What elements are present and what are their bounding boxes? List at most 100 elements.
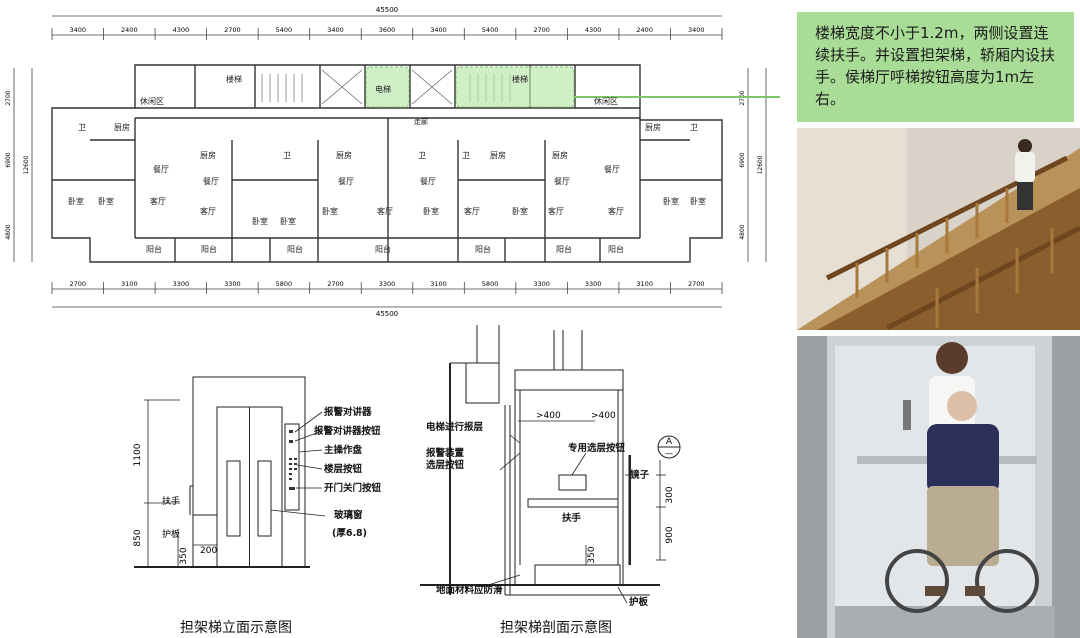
sect-dim-400-b: >400	[591, 411, 616, 421]
dimension-label: 2400	[636, 26, 653, 34]
room-balcony: 阳台	[201, 244, 217, 254]
room-kitchen: 厨房	[336, 150, 352, 160]
elevation-caption-text: 担架梯立面示意图	[180, 620, 292, 636]
room-balcony: 阳台	[475, 244, 491, 254]
section-caption-text: 担架梯剖面示意图	[500, 620, 612, 636]
dimension-label: 3100	[121, 280, 138, 288]
staircase-handrail-photo	[797, 128, 1080, 330]
dimension-label: 3300	[585, 280, 602, 288]
room-living: 客厅	[377, 206, 393, 216]
room-wc: 卫	[283, 151, 291, 160]
room-balcony: 阳台	[287, 244, 303, 254]
dimension-label: 3300	[533, 280, 550, 288]
sect-label-alarm-device: 报警装置	[426, 447, 465, 459]
sect-label-special-button: 专用选层按钮	[568, 442, 626, 454]
room-bedroom: 卧室	[423, 206, 439, 216]
room-balcony: 阳台	[556, 244, 572, 254]
dimension-label: 2700	[533, 26, 550, 34]
room-balcony: 阳台	[375, 244, 391, 254]
room-wc: 卫	[418, 151, 426, 160]
bottom-dim-labels: 2700 3100 3300 3300 5800 2700 3300 3100 5800 3300…	[69, 280, 704, 288]
sect-dim-300: 300	[665, 486, 675, 503]
elev-dim-850: 850	[133, 529, 143, 546]
sect-dim-900: 900	[665, 526, 675, 543]
room-dining: 餐厅	[420, 177, 436, 186]
room-rest-right: 休闲区	[594, 96, 618, 106]
dimension-label: 2700	[224, 26, 241, 34]
room-kitchen: 厨房	[490, 150, 506, 160]
stretcher-elevator-elevation: 1100 850 350 200 扶手 护板 报警对讲器 报警对讲器按钮 主操作…	[133, 376, 382, 568]
building-walls	[51, 64, 723, 263]
top-dimension-ticks	[51, 28, 723, 40]
right-dim-2: 6900	[739, 152, 746, 167]
bottom-dimension-ticks	[51, 282, 723, 294]
room-kitchen: 厨房	[645, 122, 661, 132]
elev-dim-350: 350	[179, 547, 189, 564]
room-corridor: 走廊	[414, 117, 428, 126]
elev-label-glass-thickness: (厚6.8)	[332, 528, 367, 539]
elev-label-floor-buttons: 楼层按钮	[324, 463, 363, 475]
dimension-label: 3100	[636, 280, 653, 288]
dimension-label: 3100	[430, 280, 447, 288]
room-dining: 餐厅	[153, 165, 169, 174]
elev-handrail-label: 扶手	[162, 495, 180, 507]
dimension-label: 5800	[482, 280, 499, 288]
room-living: 客厅	[150, 196, 166, 206]
dimension-label: 3300	[379, 280, 396, 288]
stretcher-elevator-section: >400 >400 300 900 350 A — 电梯进行报层 报警装置 选层…	[420, 325, 681, 608]
top-dimension-lines	[13, 15, 767, 308]
room-balcony: 阳台	[146, 244, 162, 254]
elev-label-door-buttons: 开门关门按钮	[324, 482, 382, 494]
sect-dim-400-a: >400	[536, 411, 561, 421]
room-living: 客厅	[548, 206, 564, 216]
elev-dim-1100: 1100	[133, 443, 143, 466]
dimension-label: 2400	[121, 26, 138, 34]
sect-label-handrail: 扶手	[562, 512, 582, 524]
left-dim-3: 12600	[23, 155, 30, 174]
dimension-label: 5400	[276, 26, 293, 34]
elev-label-alarm-intercom: 报警对讲器	[324, 406, 372, 418]
top-total-dim: 45500	[376, 6, 398, 14]
room-wc: 卫	[462, 151, 470, 160]
dimension-label: 5800	[276, 280, 293, 288]
left-dim-2: 6900	[5, 152, 12, 167]
left-dim-4: 4800	[5, 224, 12, 239]
dimension-label: 4300	[585, 26, 602, 34]
room-stair-left: 楼梯	[226, 74, 242, 84]
elev-guard-label: 护板	[162, 528, 180, 540]
dimension-label: 3300	[173, 280, 190, 288]
dimension-label: 2700	[688, 280, 705, 288]
bottom-total-dim: 45500	[376, 310, 398, 318]
sect-dim-350: 350	[587, 546, 597, 563]
room-dining: 餐厅	[203, 177, 219, 186]
dimension-label: 4300	[173, 26, 190, 34]
elev-label-alarm-button: 报警对讲器按钮	[314, 425, 381, 437]
stair-highlight	[455, 66, 575, 108]
elevator-highlight	[365, 66, 410, 108]
room-kitchen: 厨房	[114, 122, 130, 132]
dimension-label: 3300	[224, 280, 241, 288]
room-bedroom: 卧室	[68, 196, 84, 206]
room-living: 客厅	[464, 206, 480, 216]
sect-label-mirror: 镜子	[630, 469, 650, 481]
dimension-label: 2700	[69, 280, 86, 288]
room-bedroom: 卧室	[663, 196, 679, 206]
room-bedroom: 卧室	[98, 196, 114, 206]
room-kitchen: 厨房	[552, 150, 568, 160]
elevator-wheelchair-photo	[797, 336, 1080, 638]
left-dim-1: 2700	[5, 90, 12, 105]
dimension-label: 3400	[688, 26, 705, 34]
room-balcony: 阳台	[608, 244, 624, 254]
stair-elevator-callout: 楼梯宽度不小于1.2m，两侧设置连续扶手。并设置担架梯，轿厢内设扶手。侯梯厅呼梯…	[797, 12, 1074, 122]
room-stair-right: 楼梯	[512, 74, 528, 84]
dimension-label: 3400	[430, 26, 447, 34]
room-rest-left: 休闲区	[140, 96, 164, 106]
elev-label-glass-window: 玻璃窗	[334, 509, 363, 521]
right-dim-3: 12600	[757, 155, 764, 174]
room-bedroom: 卧室	[690, 196, 706, 206]
right-dim-4: 4800	[739, 224, 746, 239]
room-bedroom: 卧室	[512, 206, 528, 216]
room-wc: 卫	[690, 123, 698, 132]
